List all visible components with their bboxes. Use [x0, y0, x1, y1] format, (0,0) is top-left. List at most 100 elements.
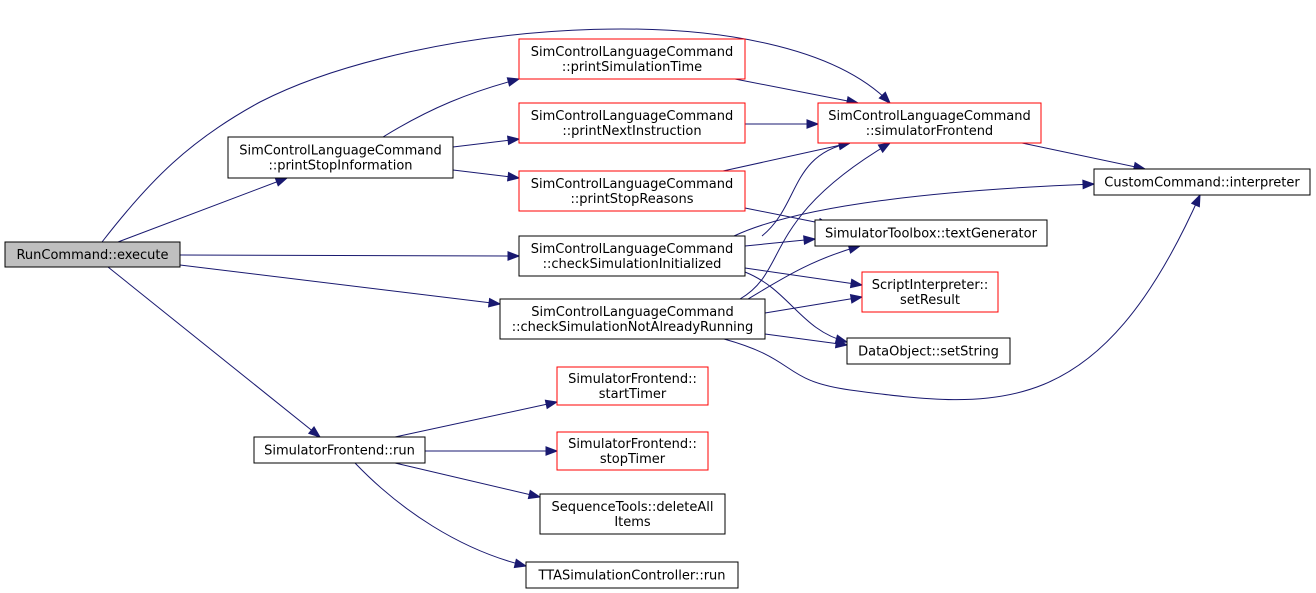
edge-line [764, 296, 863, 314]
arrow-head-icon [849, 294, 864, 304]
node-sim-frontend-getter[interactable]: SimControlLanguageCommand::simulatorFron… [817, 102, 1042, 144]
edge-check-sim-init-to-set-result [744, 267, 864, 289]
node-box [539, 493, 726, 535]
node-label: SimControlLanguageCommand [239, 144, 442, 159]
arrow-head-icon [527, 489, 542, 500]
edge-line [764, 333, 848, 346]
edge-sim-frontend-run-to-stop-timer [425, 446, 559, 456]
node-box [814, 219, 1048, 247]
edge-line [107, 266, 321, 438]
node-print-stop-info[interactable]: SimControlLanguageCommand::printStopInfo… [227, 136, 454, 179]
edge-run-execute-to-check-not-running [179, 264, 502, 308]
node-box [846, 337, 1011, 365]
edge-line [382, 78, 520, 138]
edge-run-execute-to-check-sim-init [179, 251, 521, 261]
edge-check-sim-init-to-custom-interpreter [733, 179, 1096, 237]
node-box [817, 102, 1042, 144]
node-label: SimControlLanguageCommand [531, 45, 734, 60]
node-box [556, 431, 709, 471]
node-box [518, 102, 746, 144]
arrow-head-icon [1082, 179, 1096, 190]
node-label: SimControlLanguageCommand [531, 177, 734, 192]
node-label: startTimer [599, 387, 667, 402]
node-label: ::printNextInstruction [562, 124, 701, 139]
nodes-layer: RunCommand::executeSimControlLanguageCom… [4, 38, 1311, 589]
arrow-head-icon [834, 338, 849, 349]
node-run-execute[interactable]: RunCommand::execute [4, 241, 181, 268]
edge-line [101, 28, 891, 243]
arrow-head-icon [849, 278, 864, 289]
node-label: SimControlLanguageCommand [828, 109, 1031, 124]
edge-line [733, 183, 1095, 237]
edge-line [744, 238, 816, 247]
node-set-string[interactable]: DataObject::setString [846, 337, 1011, 365]
arrow-head-icon [506, 77, 521, 87]
edge-line [354, 462, 527, 567]
edge-run-execute-to-sim-frontend-getter [101, 28, 891, 243]
edge-line [744, 271, 848, 343]
edge-line [761, 142, 851, 237]
edge-line [739, 142, 891, 300]
arrow-head-icon [513, 558, 528, 569]
node-label: DataObject::setString [858, 345, 999, 360]
arrow-head-icon [506, 171, 521, 182]
node-sim-frontend-run[interactable]: SimulatorFrontend::run [253, 436, 426, 464]
edge-check-not-running-to-custom-interpreter [723, 193, 1201, 401]
arrow-head-icon [274, 177, 289, 187]
edge-check-not-running-to-set-string [764, 333, 849, 349]
edge-run-execute-to-sim-frontend-run [107, 266, 322, 438]
node-box [4, 241, 181, 268]
edge-line [723, 194, 1201, 401]
arrow-head-icon [544, 399, 559, 410]
node-custom-interpreter[interactable]: CustomCommand::interpreter [1093, 168, 1311, 196]
node-label: ScriptInterpreter:: [872, 278, 989, 293]
edge-line [179, 264, 501, 305]
node-label: ::printStopReasons [570, 192, 693, 207]
node-label: RunCommand::execute [16, 248, 168, 263]
arrow-head-icon [878, 91, 891, 105]
edge-check-not-running-to-sim-frontend-getter [739, 142, 892, 300]
edge-line [747, 245, 861, 300]
node-label: SequenceTools::deleteAll [552, 500, 714, 515]
node-check-not-running[interactable]: SimControlLanguageCommand::checkSimulati… [499, 298, 766, 340]
node-label: SimControlLanguageCommand [531, 305, 734, 320]
node-start-timer[interactable]: SimulatorFrontend::startTimer [556, 366, 709, 406]
node-box [1093, 168, 1311, 196]
node-set-result[interactable]: ScriptInterpreter::setResult [861, 271, 999, 313]
edge-line [722, 142, 851, 172]
node-label: ::printSimulationTime [562, 60, 702, 75]
edge-check-not-running-to-text-generator [747, 244, 862, 300]
node-label: CustomCommand::interpreter [1104, 176, 1300, 191]
node-label: ::printStopInformation [268, 159, 412, 174]
node-print-stop-reasons[interactable]: SimControlLanguageCommand::printStopReas… [518, 170, 746, 212]
node-label: ::checkSimulationInitialized [543, 257, 722, 272]
node-print-next-instr[interactable]: SimControlLanguageCommand::printNextInst… [518, 102, 746, 144]
node-tta-run[interactable]: TTASimulationController::run [525, 561, 739, 589]
node-box [499, 298, 766, 340]
node-box [518, 170, 746, 212]
edge-line [394, 462, 541, 498]
edge-line [394, 401, 558, 438]
node-label: SimulatorToolbox::textGenerator [825, 227, 1038, 242]
node-box [518, 235, 746, 277]
arrow-head-icon [506, 135, 521, 146]
edge-sim-frontend-run-to-start-timer [394, 399, 559, 438]
edge-run-execute-to-print-stop-info [117, 177, 289, 243]
arrow-head-icon [307, 425, 322, 438]
arrow-head-icon [487, 297, 502, 308]
node-stop-timer[interactable]: SimulatorFrontend::stopTimer [556, 431, 709, 471]
edge-print-stop-info-to-print-next-instr [452, 135, 521, 148]
node-check-sim-init[interactable]: SimControlLanguageCommand::checkSimulati… [518, 235, 746, 277]
arrow-head-icon [877, 142, 892, 154]
node-print-sim-time[interactable]: SimControlLanguageCommand::printSimulati… [518, 38, 746, 80]
node-box [253, 436, 426, 464]
edge-sim-frontend-run-to-delete-all-items [394, 462, 542, 500]
edge-print-stop-info-to-print-stop-reasons [452, 169, 521, 182]
edge-print-stop-info-to-print-sim-time [382, 77, 521, 138]
arrow-head-icon [545, 446, 559, 456]
edge-check-sim-init-to-text-generator [744, 235, 817, 247]
node-text-generator[interactable]: SimulatorToolbox::textGenerator [814, 219, 1048, 247]
edge-line [734, 78, 859, 104]
